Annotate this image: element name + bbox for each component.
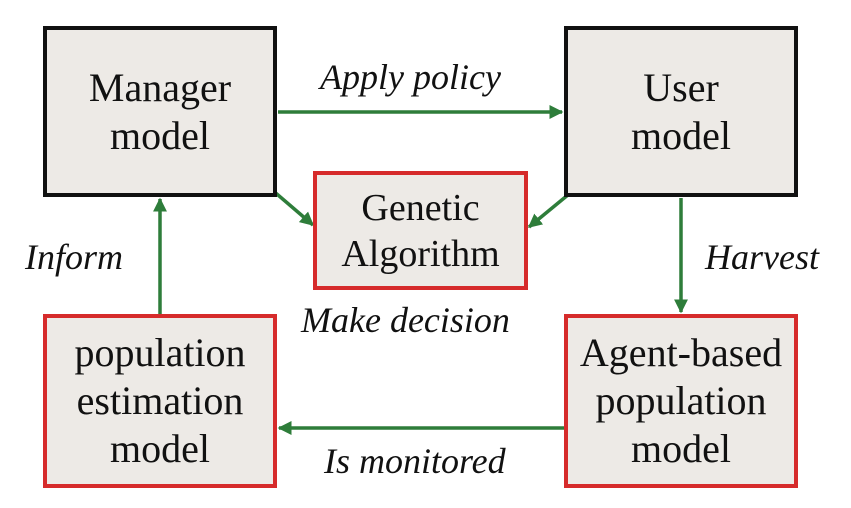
genetic-algorithm-line-1: Genetic <box>361 186 480 229</box>
user-model-line-1: User <box>643 64 719 110</box>
agent-based-line-3: model <box>631 426 731 471</box>
harvest-label: Harvest <box>705 237 819 277</box>
inform-label: Inform <box>25 237 123 277</box>
is-monitored-label: Is monitored <box>324 441 506 481</box>
population-estimation-line-1: population <box>74 330 246 375</box>
apply-policy-label: Apply policy <box>320 57 501 97</box>
manager-model-line-1: Manager <box>88 64 232 110</box>
user-model-line-2: model <box>631 112 731 158</box>
population-estimation-line-3: model <box>110 426 210 471</box>
agent-based-line-2: population <box>595 378 767 423</box>
agent-based-line-1: Agent-based <box>579 330 783 375</box>
agent-based-population-model-box: Agent-based population model <box>564 314 798 488</box>
manager-model-line-2: model <box>110 112 210 158</box>
manager-model-box: Manager model <box>43 26 277 197</box>
make-decision-label: Make decision <box>301 300 510 340</box>
population-estimation-line-2: estimation <box>76 378 244 423</box>
genetic-algorithm-line-2: Algorithm <box>341 232 500 275</box>
population-estimation-model-box: population estimation model <box>43 314 277 488</box>
genetic-algorithm-box: Genetic Algorithm <box>313 171 528 290</box>
user-model-box: User model <box>564 26 798 197</box>
